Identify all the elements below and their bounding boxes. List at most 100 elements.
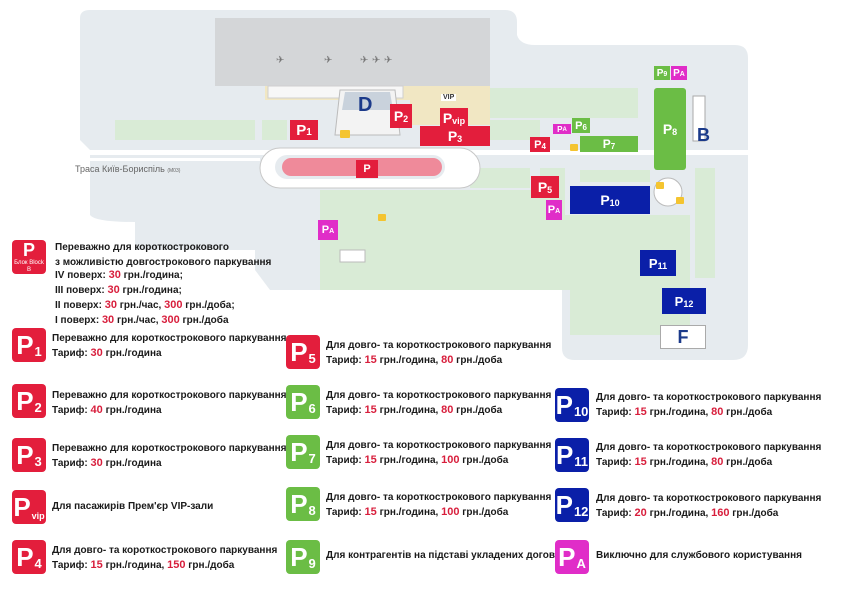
badge-letter: P: [555, 390, 573, 420]
airplane-icon: ✈: [360, 55, 369, 66]
parking-b-icon: P Блок Block B: [12, 240, 46, 274]
badge-sub: 2: [34, 400, 42, 415]
badge-sub: 12: [573, 504, 589, 519]
lot-letter: P: [537, 179, 548, 195]
legend-text-p5: Для довго- та короткострокового паркуван…: [326, 338, 551, 368]
legend-desc: Переважно для короткострокового паркуван…: [52, 333, 287, 344]
legend-desc: Для контрагентів на підставі укладених д…: [326, 550, 576, 561]
lot-letter: P: [447, 128, 458, 144]
legend-tariff: Тариф: 15 грн./година, 100 грн./доба: [326, 453, 551, 468]
price-unit: грн./доба: [462, 455, 509, 466]
tariff-label: Тариф:: [52, 405, 88, 416]
legend-desc: Для пасажирів Прем'єр VIP-зали: [52, 501, 214, 512]
lot-letter: P: [296, 121, 307, 139]
lot-sub: 11: [657, 260, 668, 271]
price-unit: грн./година,: [649, 508, 709, 519]
parking-b-desc: Переважно для короткострокового з можлив…: [55, 240, 271, 270]
badge-letter: P: [555, 490, 573, 520]
price-unit: грн./доба: [188, 560, 235, 571]
legend-tariff: Тариф: 15 грн./година, 80 грн./доба: [596, 405, 821, 420]
lot-sub: 12: [683, 298, 694, 309]
badge-letter: P: [16, 386, 34, 416]
lot-letter: P: [393, 108, 404, 124]
legend-tariff: Тариф: 15 грн./година, 80 грн./доба: [326, 353, 551, 368]
floor-label: I поверх:: [55, 315, 100, 326]
price-value: 300: [161, 314, 180, 326]
badge-letter: P: [16, 542, 34, 572]
price-unit: грн./доба: [726, 407, 773, 418]
legend-text-p3: Переважно для короткострокового паркуван…: [52, 441, 287, 471]
price-value: 15: [364, 454, 377, 466]
price-value: 80: [711, 456, 724, 468]
price-unit: грн./година,: [105, 560, 165, 571]
airplane-icon: ✈: [276, 55, 285, 66]
price-value: 80: [441, 404, 454, 416]
legend-desc: Для довго- та короткострокового паркуван…: [326, 340, 552, 351]
price-unit: грн./година,: [379, 355, 439, 366]
legend-text-p6: Для довго- та короткострокового паркуван…: [326, 388, 551, 418]
price-value: 150: [167, 559, 186, 571]
parking-b-row: IV поверх: 30 грн./година;: [55, 268, 235, 283]
lot-letter: P: [656, 67, 664, 79]
legend-desc: Для довго- та короткострокового паркуван…: [596, 392, 822, 403]
price-value: 30: [108, 269, 121, 281]
price-value: 100: [441, 506, 460, 518]
price-value: 30: [104, 299, 117, 311]
lot-sub: 2: [403, 113, 409, 124]
lot-letter: P: [547, 204, 556, 216]
tariff-label: Тариф:: [52, 348, 88, 359]
lot-sub: 1: [306, 127, 312, 138]
price-value: 300: [164, 299, 183, 311]
legend-desc: Для довго- та короткострокового паркуван…: [326, 440, 552, 451]
price-unit: грн./доба: [182, 315, 229, 326]
bus-stop-icon: [378, 214, 386, 221]
bus-stop-icon: [570, 144, 578, 151]
parking-b-line2: з можливістю довгострокового паркування: [55, 257, 272, 268]
price-value: 80: [711, 406, 724, 418]
badge-sub: 7: [308, 451, 316, 466]
map-parking-b-icon[interactable]: P: [356, 160, 378, 178]
price-unit: грн./година,: [379, 455, 439, 466]
price-value: 15: [90, 559, 103, 571]
legend-tariff: Тариф: 40 грн./година: [52, 403, 287, 418]
price-unit: грн./година: [105, 458, 162, 469]
price-value: 15: [364, 354, 377, 366]
legend-desc: Переважно для короткострокового паркуван…: [52, 390, 287, 401]
road-name: Траса Київ-Бориспіль: [75, 164, 165, 174]
lot-letter: P: [674, 293, 684, 309]
badge-sub: 6: [308, 401, 316, 416]
legend-desc: Для довго- та короткострокового паркуван…: [52, 545, 278, 556]
price-value: 40: [90, 404, 103, 416]
price-value: 160: [711, 507, 730, 519]
badge-letter: P: [290, 387, 308, 417]
legend-text-pa: Виключно для службового користування: [596, 548, 802, 563]
badge-sub: 11: [574, 454, 589, 469]
badge-sub: vip: [31, 511, 45, 521]
lot-letter: P: [662, 121, 673, 137]
price-unit: грн./година: [105, 405, 162, 416]
price-value: 15: [364, 404, 377, 416]
airplane-icon: ✈: [384, 55, 393, 66]
